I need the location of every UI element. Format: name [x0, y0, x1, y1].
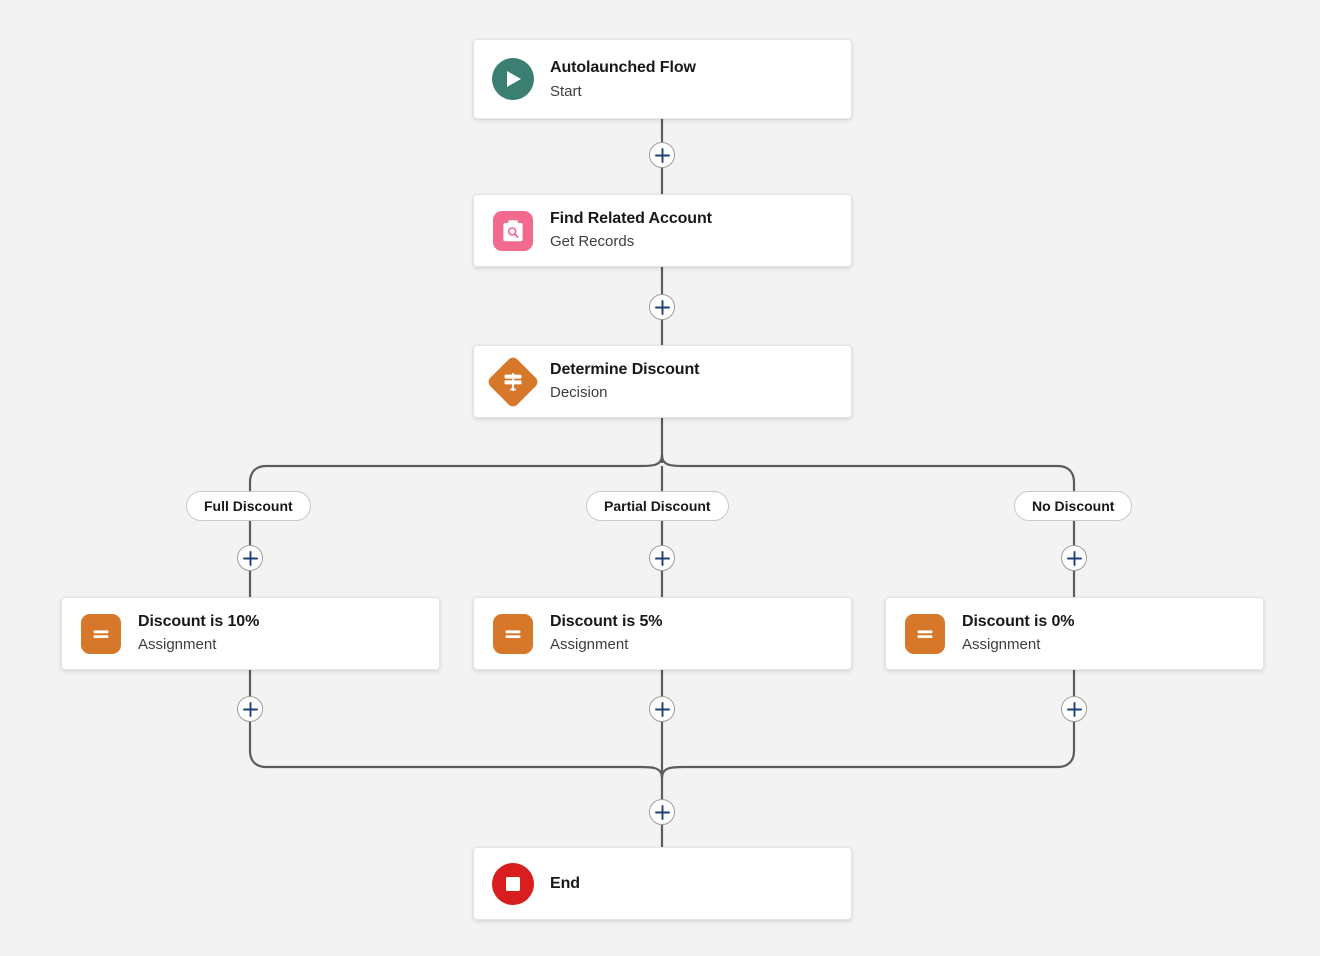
equals-icon [904, 613, 946, 655]
branch-label-full-discount[interactable]: Full Discount [186, 491, 311, 521]
add-element-button-full-branch[interactable] [237, 545, 263, 571]
node-subtitle: Assignment [962, 636, 1041, 653]
add-element-button-merge-to-end[interactable] [649, 799, 675, 825]
node-title: End [550, 874, 580, 892]
add-element-button-full-assignment-to-merge[interactable] [237, 696, 263, 722]
add-element-button-partial-branch[interactable] [649, 545, 675, 571]
flow-node-assignment-full[interactable]: Discount is 10% Assignment [61, 597, 440, 670]
stop-icon [492, 862, 534, 905]
node-subtitle: Decision [550, 384, 608, 401]
equals-icon [492, 613, 534, 655]
signpost-diamond-icon [486, 354, 540, 409]
flow-node-assignment-partial[interactable]: Discount is 5% Assignment [473, 597, 852, 670]
branch-label-text: No Discount [1032, 498, 1115, 514]
add-element-button-start-to-get-records[interactable] [649, 142, 675, 168]
branch-label-no-discount[interactable]: No Discount [1014, 491, 1133, 521]
branch-label-text: Partial Discount [604, 498, 711, 514]
node-subtitle: Start [550, 82, 582, 100]
flow-node-end[interactable]: End [473, 847, 852, 920]
branch-label-partial-discount[interactable]: Partial Discount [586, 491, 729, 521]
node-title: Discount is 0% [962, 613, 1075, 630]
flow-node-assignment-none[interactable]: Discount is 0% Assignment [885, 597, 1264, 670]
flow-node-decision[interactable]: Determine Discount Decision [473, 345, 852, 418]
add-element-button-partial-assignment-to-merge[interactable] [649, 696, 675, 722]
flow-node-get-records[interactable]: Find Related Account Get Records [473, 194, 852, 267]
node-title: Autolaunched Flow [550, 58, 696, 76]
branch-label-text: Full Discount [204, 498, 293, 514]
add-element-button-get-records-to-decision[interactable] [649, 294, 675, 320]
node-title: Determine Discount [550, 361, 700, 378]
add-element-button-no-discount-assignment-to-merge[interactable] [1061, 696, 1087, 722]
node-title: Discount is 10% [138, 613, 260, 630]
clipboard-search-icon [492, 210, 534, 252]
node-title: Find Related Account [550, 210, 712, 227]
node-subtitle: Get Records [550, 233, 635, 250]
equals-icon [80, 613, 122, 655]
flow-node-start[interactable]: Autolaunched Flow Start [473, 39, 852, 119]
add-element-button-no-discount-branch[interactable] [1061, 545, 1087, 571]
node-subtitle: Assignment [550, 636, 629, 653]
play-icon [492, 58, 534, 100]
node-subtitle: Assignment [138, 636, 217, 653]
node-title: Discount is 5% [550, 613, 663, 630]
